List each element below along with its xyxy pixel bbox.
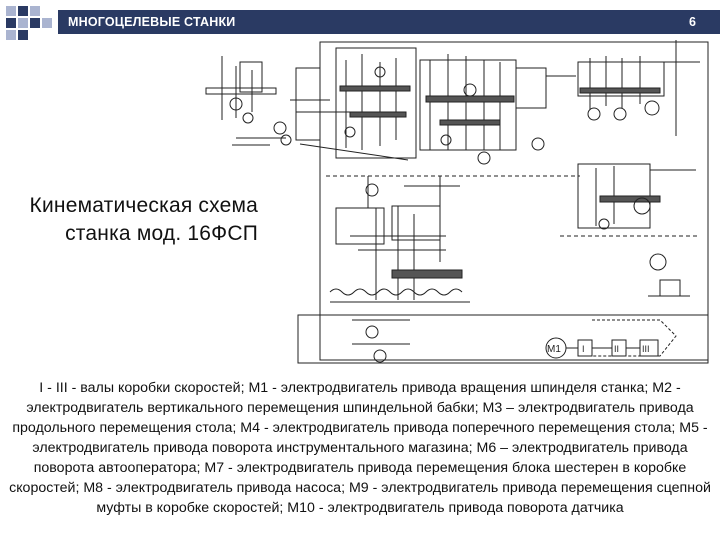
shaft-label-3: III (642, 344, 650, 354)
scheme-frame (319, 41, 709, 361)
slide-title: Кинематическая схема станка мод. 16ФСП (0, 192, 258, 248)
spindle-head-block (205, 56, 409, 161)
spindle-drive-block (419, 54, 576, 165)
shaft-label-1: I (582, 344, 585, 354)
slide-title-line2: станка мод. 16ФСП (65, 222, 258, 245)
header-title: МНОГОЦЕЛЕВЫЕ СТАНКИ (68, 15, 236, 29)
shaft-label-2: II (614, 344, 619, 354)
main-motor-m1: М1 I II III (545, 319, 677, 359)
right-drive-block (577, 40, 700, 136)
scheme-bottom-frame (297, 314, 709, 364)
decorative-squares (0, 0, 60, 40)
gearbox-block (335, 47, 417, 159)
legend-caption: I - III - валы коробки скоростей; М1 - э… (9, 380, 711, 516)
kinematic-scheme-drawing: М1 I II III (205, 40, 709, 364)
tool-magazine-block (577, 163, 696, 297)
slide-title-line1: Кинематическая схема (29, 194, 258, 217)
slide-number: 6 (689, 15, 696, 29)
header-bar (58, 10, 720, 34)
table-drive-block (329, 176, 470, 363)
motor-m1-label: М1 (547, 344, 561, 355)
